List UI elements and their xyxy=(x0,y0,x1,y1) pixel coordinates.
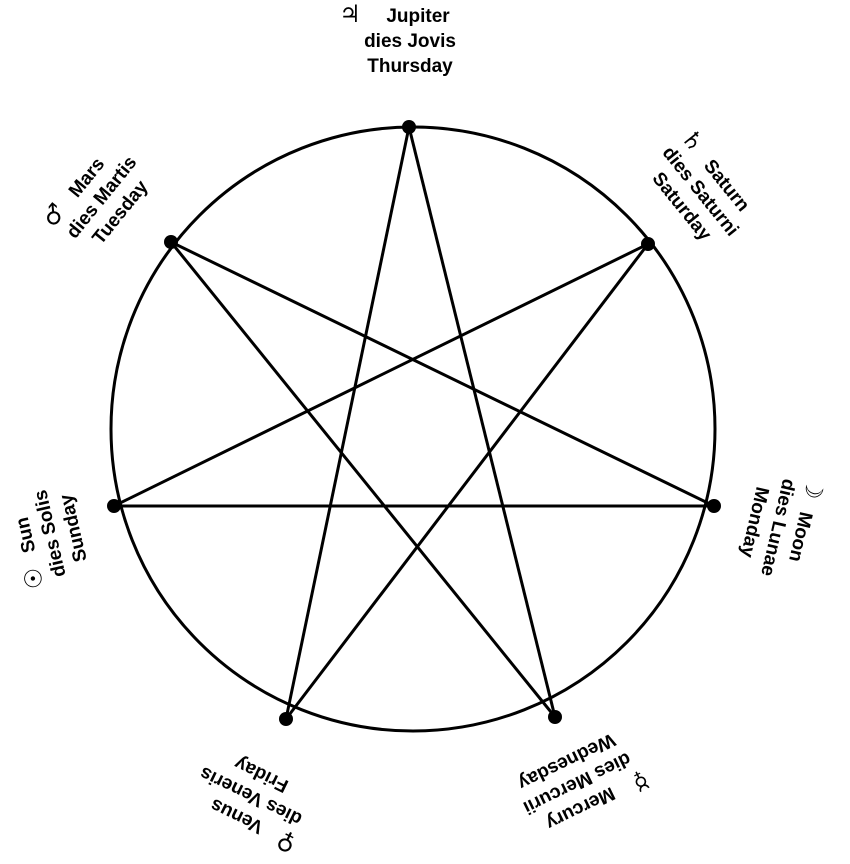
mercury-symbol-icon: ☿ xyxy=(628,765,654,797)
vertex-dot-mars xyxy=(164,235,178,249)
moon-symbol-icon: ☽ xyxy=(798,475,830,502)
day-name-jupiter: Thursday xyxy=(367,56,453,77)
label-saturn: ♄ Saturn dies Saturni Saturday xyxy=(648,124,754,246)
vertex-dot-moon xyxy=(707,499,721,513)
vertex-dot-venus xyxy=(279,712,293,726)
sun-symbol-icon: ☉ xyxy=(18,565,50,592)
label-venus: ♀ Venus dies Veneris Friday xyxy=(197,752,306,859)
vertex-dot-mercury xyxy=(548,710,562,724)
vertex-dots xyxy=(107,120,721,726)
label-moon: ☽ Moon dies Lunae Monday xyxy=(736,475,830,578)
vertex-dot-jupiter xyxy=(402,120,416,134)
vertex-dot-sun xyxy=(107,499,121,513)
jupiter-symbol-icon: ♃ xyxy=(339,0,361,28)
star-line-mars-moon xyxy=(170,240,715,508)
label-sun: ☉ Sun dies Solis Sunday xyxy=(12,488,92,592)
label-jupiter: ♃ Jupiter dies Jovis Thursday xyxy=(339,0,456,77)
star-line-mercury-mars xyxy=(169,241,557,718)
vertex-dot-saturn xyxy=(641,237,655,251)
outer-circle xyxy=(109,125,717,733)
star-line-sun-saturn xyxy=(113,242,649,508)
latin-name-jupiter: dies Jovis xyxy=(364,31,456,52)
heptagram-star xyxy=(113,126,715,720)
planet-name-jupiter: Jupiter xyxy=(386,6,450,27)
venus-symbol-icon: ♀ xyxy=(272,826,300,859)
label-mercury: ☿ Mercury dies Mercurii Wednesday xyxy=(514,729,654,834)
star-line-jupiter-mercury xyxy=(407,126,557,718)
star-line-venus-jupiter xyxy=(284,126,411,720)
label-mars: ♂ Mars dies Martis Tuesday xyxy=(36,152,153,248)
star-line-saturn-venus xyxy=(284,243,650,720)
